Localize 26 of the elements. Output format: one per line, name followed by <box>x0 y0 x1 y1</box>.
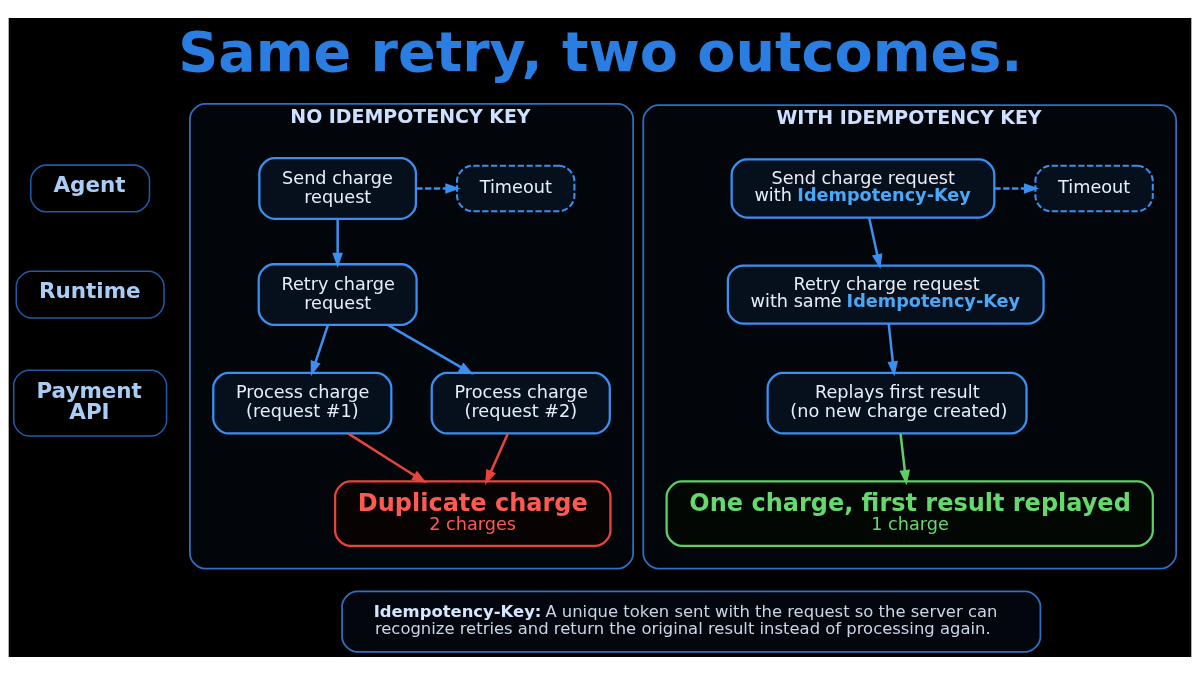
node-box: Replays first result (no new charge created) <box>766 371 1028 435</box>
arrow <box>387 324 474 375</box>
arrow <box>887 323 899 377</box>
arrow <box>899 433 911 486</box>
node-box: Idempotency-Key: A unique token sent with the request so the server can recognize retries and return the original result instead of processing again. <box>341 590 1042 653</box>
arrow <box>867 217 883 270</box>
node-box: Retry charge request with same Idempotency-Key <box>726 264 1045 325</box>
node-box: Duplicate charge 2 charges <box>334 480 612 547</box>
node-box: Agent <box>30 164 151 213</box>
node-box: Runtime <box>15 270 165 319</box>
arrow <box>484 433 509 485</box>
node-box: Timeout <box>1034 164 1154 213</box>
node-box: Timeout <box>455 164 576 213</box>
arrow <box>347 432 427 484</box>
arrow <box>310 325 329 377</box>
node-box: Payment API <box>12 369 168 437</box>
node-box: Send charge request <box>258 157 418 220</box>
diagram-title: Same retry, two outcomes. <box>178 19 1023 85</box>
node-box: Retry charge request <box>257 263 418 326</box>
node-box: Process charge (request #1) <box>212 371 393 435</box>
arrow <box>994 183 1040 194</box>
arrow <box>416 183 461 194</box>
arrow <box>332 219 343 268</box>
node-box: Process charge (request #2) <box>430 371 611 435</box>
node-box: One charge, first result replayed 1 charge <box>665 480 1154 547</box>
node-box: Send charge request with Idempotency-Key <box>730 158 996 219</box>
